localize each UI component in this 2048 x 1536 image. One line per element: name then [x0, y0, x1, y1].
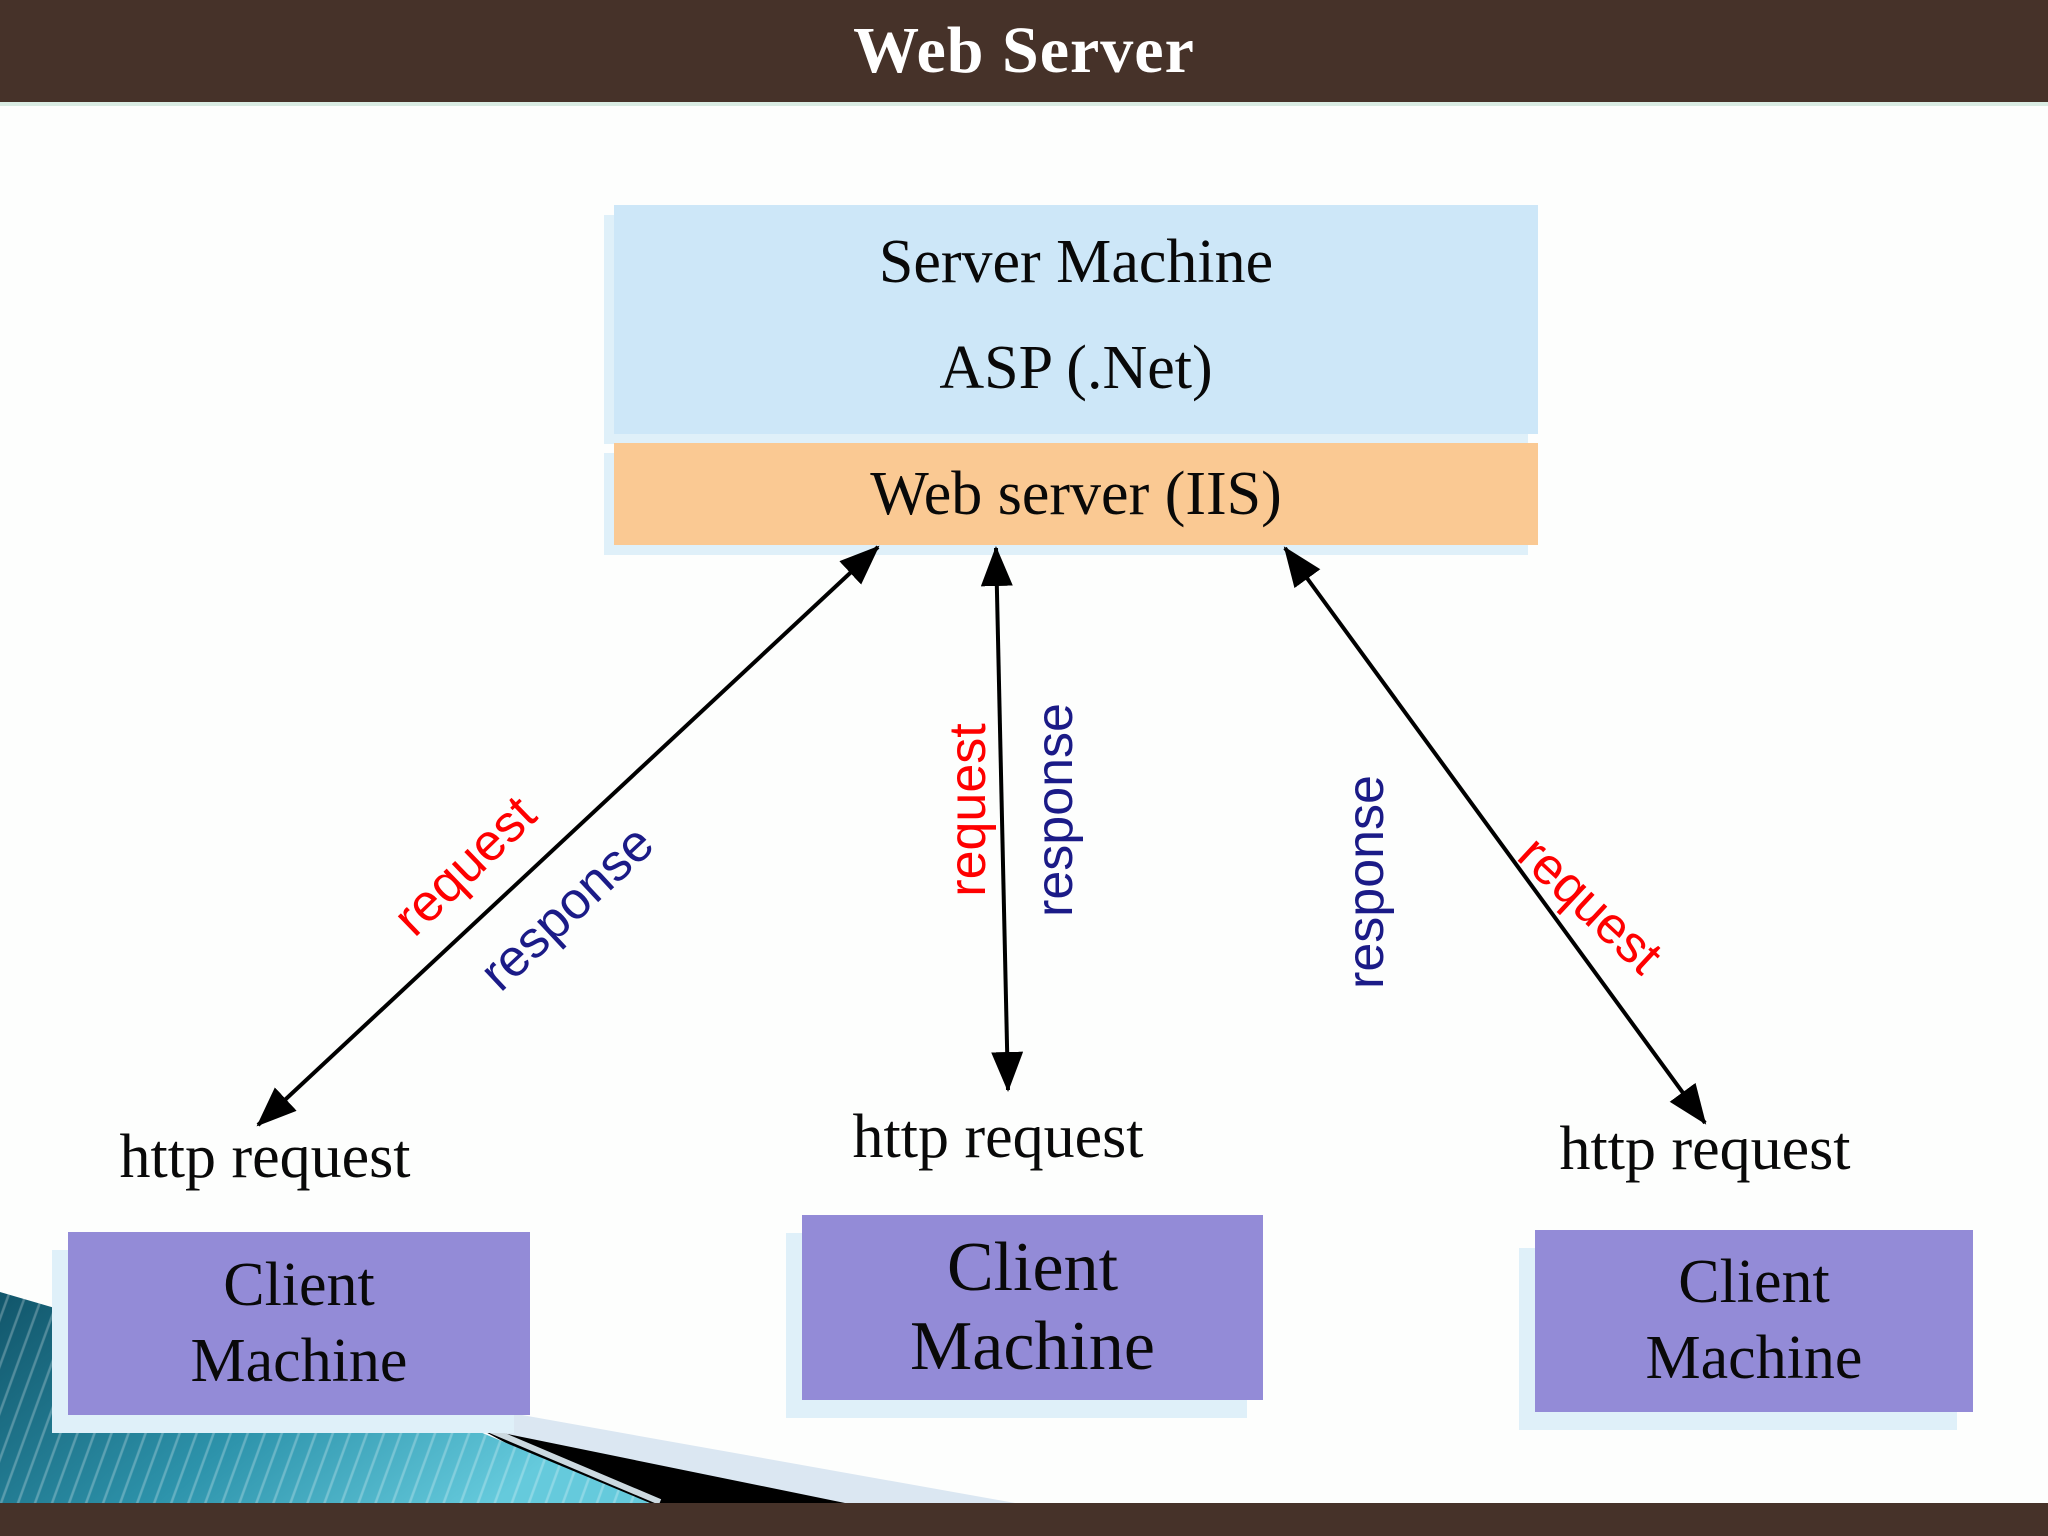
client-label: Client [946, 1229, 1119, 1307]
client-machine-box-3: Client Machine [1535, 1230, 1973, 1412]
machine-label: Machine [1645, 1324, 1863, 1392]
asp-net-label: ASP (.Net) [939, 334, 1213, 402]
client-machine-box-1: Client Machine [68, 1232, 530, 1415]
web-server-iis-box: Web server (IIS) [614, 443, 1538, 545]
arrow-left-client [256, 545, 880, 1127]
http-request-label-middle: http request [852, 1103, 1144, 1171]
arrow-middle-client [980, 546, 1024, 1092]
http-request-label-left: http request [119, 1123, 411, 1191]
web-server-iis-label: Web server (IIS) [870, 459, 1282, 528]
server-machine-box: Server Machine ASP (.Net) [614, 205, 1538, 434]
http-request-label-right: http request [1559, 1115, 1851, 1183]
client-machine-box-2: Client Machine [802, 1215, 1263, 1400]
decoration-black-band [478, 1428, 845, 1503]
server-machine-label: Server Machine [878, 228, 1274, 296]
arrow-right-client [1283, 546, 1707, 1125]
bottom-bar [0, 1503, 2048, 1536]
title-bar: Web Server [0, 0, 2048, 106]
request-label-middle: request [939, 723, 997, 897]
slide-title: Web Server [853, 14, 1195, 87]
response-label-right: response [1337, 775, 1395, 989]
machine-label: Machine [190, 1326, 408, 1395]
client-label: Client [1678, 1248, 1830, 1317]
client-label: Client [223, 1250, 375, 1319]
machine-label: Machine [910, 1307, 1155, 1385]
response-label-middle: response [1026, 703, 1084, 917]
decoration-edge-line [488, 1427, 662, 1505]
